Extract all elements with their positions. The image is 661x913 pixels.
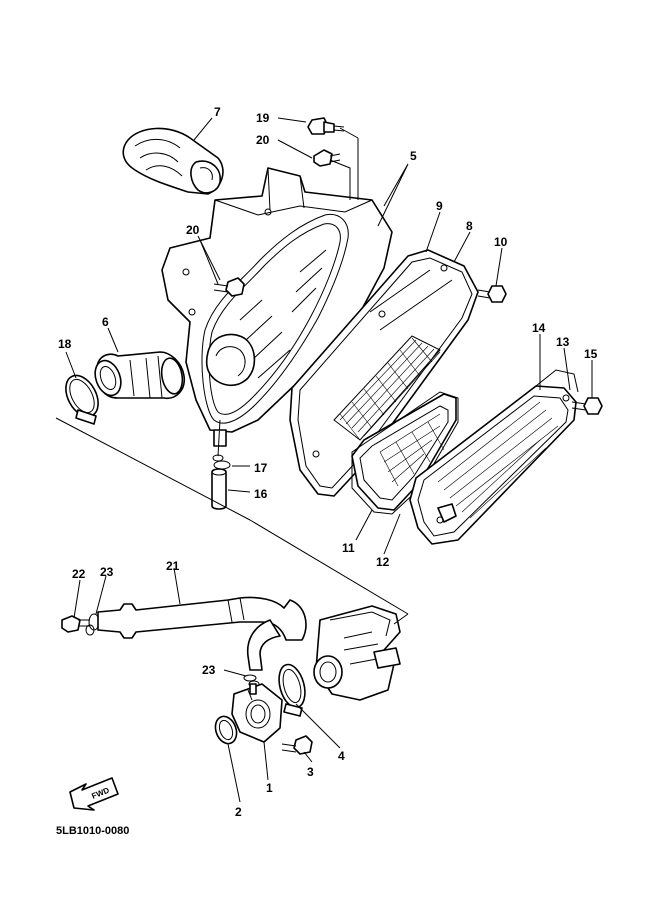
callout-18: 18 [58, 337, 72, 351]
part-10-screw [477, 285, 507, 303]
part-7-intake-duct [122, 127, 224, 195]
callout-3: 3 [307, 765, 314, 779]
callout-2: 2 [235, 805, 242, 819]
callout-5: 5 [410, 149, 417, 163]
part-20-screw-upper [313, 149, 341, 167]
callout-19: 19 [256, 111, 270, 125]
part-19-bolt [307, 117, 345, 135]
part-4-clamp [278, 663, 306, 717]
part-3-bolt [281, 735, 313, 755]
callout-17: 17 [254, 461, 268, 475]
callout-22: 22 [72, 567, 86, 581]
callout-23-upper: 23 [100, 565, 114, 579]
callout-20-upper: 20 [256, 133, 270, 147]
assembly-lines [55, 127, 409, 701]
part-1-carburetor-joint [231, 683, 283, 743]
part-20-screw-lower [213, 277, 245, 297]
part-23-clip-left [85, 613, 100, 636]
part-22-bolt [61, 615, 90, 633]
callout-6: 6 [102, 315, 109, 329]
carburetor [313, 605, 401, 701]
callout-20-lower: 20 [186, 223, 200, 237]
callout-labels: 1 2 3 4 5 6 7 8 9 10 11 12 13 14 15 16 1… [58, 105, 598, 819]
callout-11: 11 [342, 541, 355, 555]
callout-9: 9 [436, 199, 443, 213]
callout-23-lower: 23 [202, 663, 216, 677]
part-14-filter-element [409, 385, 577, 545]
diagram-code: 5LB1010-0080 [56, 825, 129, 837]
part-21-breather-hose [97, 596, 307, 671]
part-2-o-ring [214, 715, 238, 745]
callout-12: 12 [376, 555, 390, 569]
part-9-case-cover [289, 249, 479, 497]
callout-15: 15 [584, 347, 598, 361]
part-16-drain-hose [211, 468, 227, 510]
callout-21: 21 [166, 559, 180, 573]
callout-8: 8 [466, 219, 473, 233]
callout-4: 4 [338, 749, 345, 763]
callout-10: 10 [494, 235, 508, 249]
fwd-arrow-icon: FWD [69, 777, 119, 811]
part-6-joint [94, 351, 186, 400]
part-13-element-cap [535, 369, 579, 393]
callout-1: 1 [266, 781, 273, 795]
part-15-screw [571, 397, 603, 415]
leader-lines [65, 117, 593, 803]
callout-7: 7 [214, 105, 221, 119]
callout-16: 16 [254, 487, 268, 501]
part-12-element-frame [351, 393, 457, 511]
part-5-air-filter-case [161, 167, 393, 447]
callout-13: 13 [556, 335, 570, 349]
part-17-clip [212, 454, 231, 470]
callout-14: 14 [532, 321, 546, 335]
part-18-clamp [65, 374, 99, 425]
